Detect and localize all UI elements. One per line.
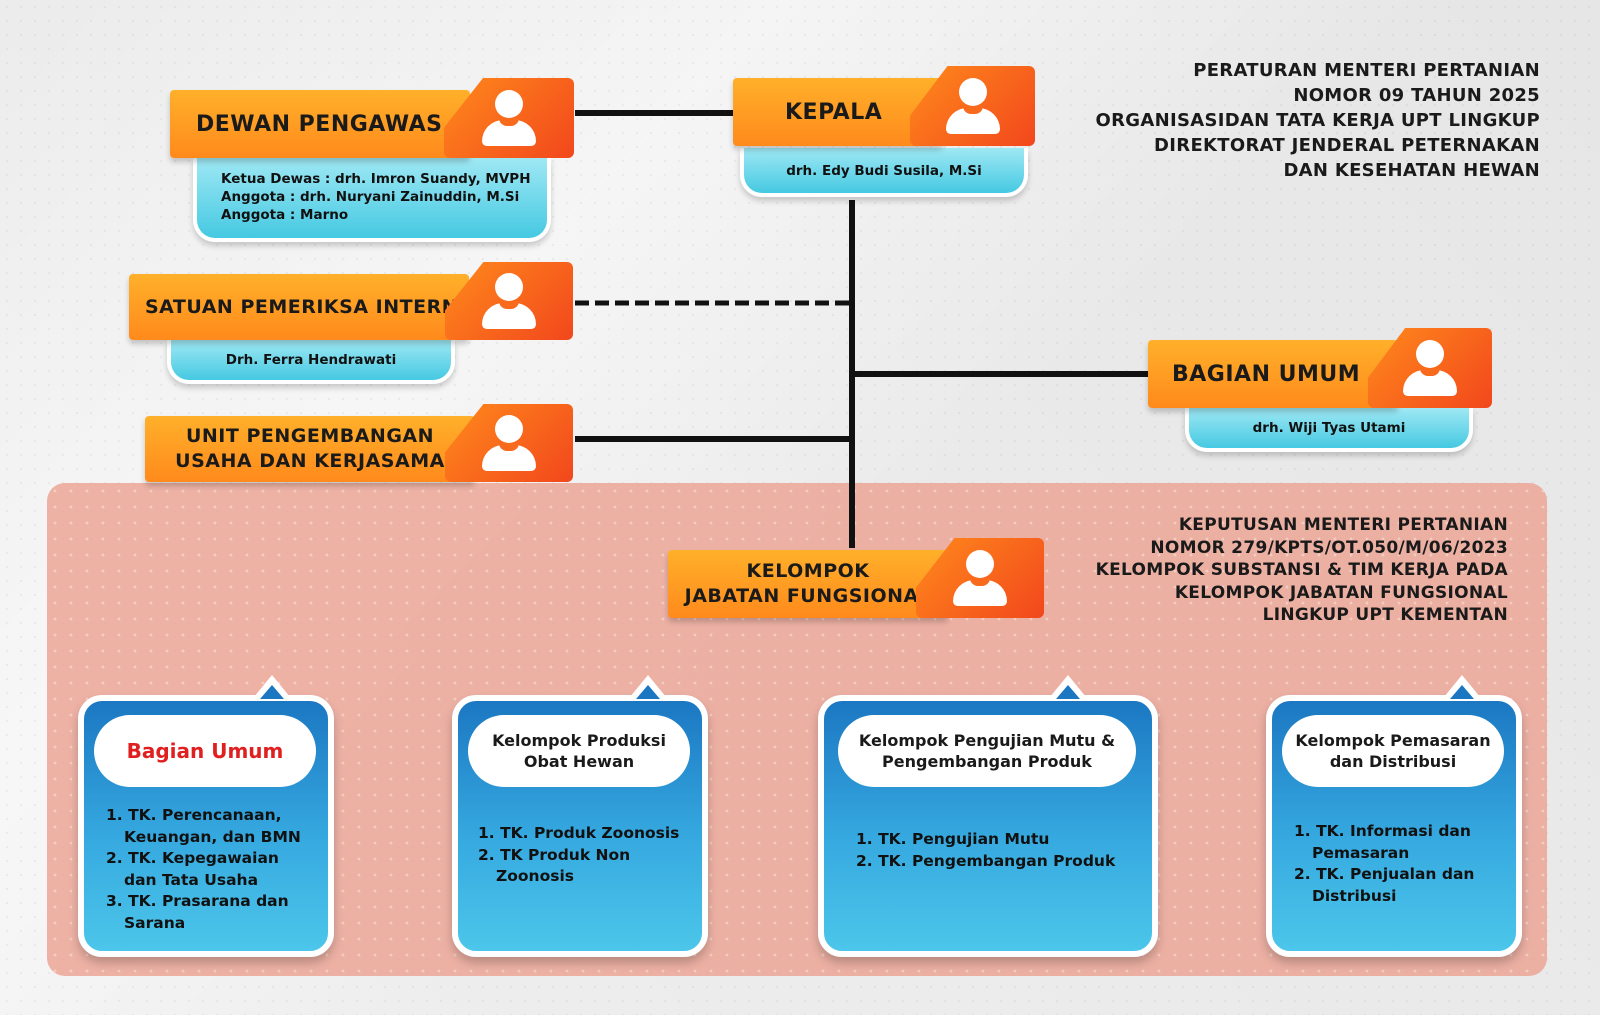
person-icon: [482, 90, 536, 146]
regulation-top-line-3: ORGANISASIDAN TATA KERJA UPT LINGKUP: [1095, 110, 1540, 131]
node-bagian-umum: BAGIAN UMUM: [1148, 328, 1492, 408]
bagian-umum-plate: drh. Wiji Tyas Utami: [1185, 408, 1473, 452]
card-3-item-1: 1. TK. Pengujian Mutu: [856, 830, 1050, 848]
person-icon: [482, 415, 536, 471]
regulation-bottom-line-3: KELOMPOK SUBSTANSI & TIM KERJA PADA: [1095, 560, 1508, 580]
node-kelompok-jabatan-fungsional: KELOMPOK JABATAN FUNGSIONAL: [668, 538, 1044, 618]
node-kepala: KEPALA: [733, 66, 1035, 146]
kelompok-title-line1: KELOMPOK: [746, 560, 870, 582]
satuan-title: SATUAN PEMERIKSA INTERN: [145, 296, 459, 318]
node-unit-pengembangan: UNIT PENGEMBANGAN USAHA DAN KERJASAMA: [145, 404, 573, 482]
card-1-item-2: 2. TK. Kepegawaian dan Tata Usaha: [106, 849, 279, 889]
dewan-member-3: Anggota : Marno: [221, 207, 349, 223]
card-kelompok-produksi: Kelompok Produksi Obat Hewan 1. TK. Prod…: [452, 675, 708, 957]
bagian-umum-title: BAGIAN UMUM: [1172, 361, 1361, 387]
card-kelompok-pengujian: Kelompok Pengujian Mutu & Pengembangan P…: [818, 675, 1158, 957]
regulation-bottom-line-2: NOMOR 279/KPTS/OT.050/M/06/2023: [1150, 537, 1508, 558]
dewan-member-1: Ketua Dewas : drh. Imron Suandy, MVPH: [221, 171, 531, 187]
regulation-bottom: KEPUTUSAN MENTERI PERTANIAN NOMOR 279/KP…: [1096, 514, 1508, 627]
kepala-name: drh. Edy Budi Susila, M.Si: [786, 162, 982, 179]
person-icon: [953, 550, 1007, 606]
node-satuan-pemeriksa-intern: SATUAN PEMERIKSA INTERN: [129, 262, 573, 340]
dewan-pengawas-title: DEWAN PENGAWAS: [196, 111, 443, 137]
satuan-name: Drh. Ferra Hendrawati: [225, 352, 397, 368]
card-kelompok-pemasaran: Kelompok Pemasaran dan Distribusi 1. TK.…: [1266, 675, 1522, 957]
person-icon: [482, 273, 536, 329]
person-icon: [945, 78, 1000, 134]
dewan-pengawas-members: Ketua Dewas : drh. Imron Suandy, MVPH An…: [193, 158, 551, 242]
card-4-item-2: 2. TK. Penjualan dan Distribusi: [1294, 865, 1475, 905]
regulation-top-line-4: DIREKTORAT JENDERAL PETERNAKAN: [1154, 135, 1540, 156]
unit-title-line1: UNIT PENGEMBANGAN: [185, 425, 435, 447]
regulation-bottom-line-5: LINGKUP UPT KEMENTAN: [1262, 605, 1508, 625]
bagian-umum-name: drh. Wiji Tyas Utami: [1252, 420, 1406, 436]
card-bagian-umum-title: Bagian Umum: [94, 715, 316, 787]
kepala-plate: drh. Edy Budi Susila, M.Si: [740, 148, 1028, 197]
kepala-title: KEPALA: [785, 99, 883, 125]
regulation-top: PERATURAN MENTERI PERTANIAN NOMOR 09 TAH…: [1096, 58, 1540, 183]
unit-title-line2: USAHA DAN KERJASAMA: [175, 450, 445, 472]
regulation-top-line-1: PERATURAN MENTERI PERTANIAN: [1193, 60, 1540, 81]
node-dewan-pengawas: DEWAN PENGAWAS: [170, 78, 574, 158]
person-icon: [1403, 340, 1457, 396]
dewan-member-2: Anggota : drh. Nuryani Zainuddin, M.Si: [221, 189, 520, 205]
regulation-top-line-5: DAN KESEHATAN HEWAN: [1283, 160, 1540, 181]
card-2-item-2: 2. TK Produk Non Zoonosis: [478, 845, 631, 886]
satuan-plate: Drh. Ferra Hendrawati: [167, 340, 455, 384]
card-2-item-1: 1. TK. Produk Zoonosis: [478, 824, 680, 842]
card-pemasaran-title: Kelompok Pemasaran dan Distribusi: [1282, 715, 1504, 787]
card-4-item-1: 1. TK. Informasi dan Pemasaran: [1294, 822, 1471, 862]
card-3-item-2: 2. TK. Pengembangan Produk: [856, 851, 1116, 870]
card-1-item-3: 3. TK. Prasarana dan Sarana: [106, 892, 289, 932]
regulation-bottom-line-4: KELOMPOK JABATAN FUNGSIONAL: [1174, 582, 1508, 603]
card-produksi-title: Kelompok Produksi Obat Hewan: [468, 715, 690, 787]
regulation-bottom-line-1: KEPUTUSAN MENTERI PERTANIAN: [1178, 515, 1508, 535]
card-pengujian-title: Kelompok Pengujian Mutu & Pengembangan P…: [838, 715, 1136, 787]
regulation-top-line-2: NOMOR 09 TAHUN 2025: [1293, 85, 1540, 106]
card-bagian-umum: Bagian Umum 1. TK. Perencanaan, Keuangan…: [78, 675, 334, 957]
kelompok-title-line2: JABATAN FUNGSIONAL: [684, 585, 932, 607]
card-1-item-1: 1. TK. Perencanaan, Keuangan, dan BMN: [106, 806, 301, 846]
